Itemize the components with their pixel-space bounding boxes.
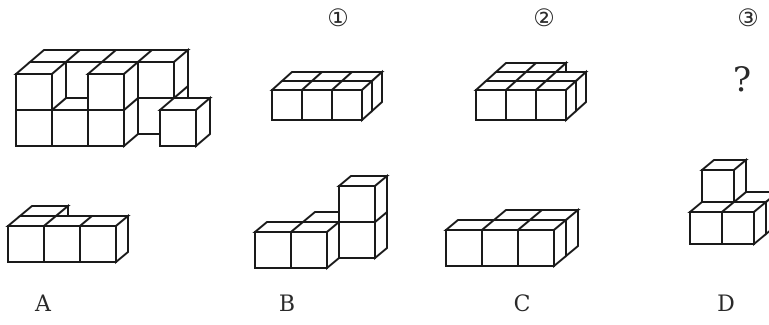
- figure-main: [13, 47, 213, 149]
- cube-front-face: [51, 109, 89, 147]
- cube-front-face: [445, 229, 483, 267]
- option-b-figure: [252, 173, 390, 271]
- cube-side-face: [195, 95, 211, 149]
- option-label-d[interactable]: D: [717, 292, 735, 317]
- cube-front-face: [43, 225, 81, 263]
- cube-front-face: [338, 185, 376, 223]
- cube-front-face: [481, 229, 519, 267]
- cube-side-face: [565, 78, 577, 123]
- option-c-figure: [443, 207, 581, 269]
- cube-front-face: [290, 231, 328, 269]
- option-label-c[interactable]: C: [513, 292, 531, 317]
- cube-front-face: [721, 211, 755, 245]
- cube-front-face: [254, 231, 292, 269]
- figure-seq-2: [473, 60, 589, 123]
- cube-side-face: [173, 47, 189, 101]
- sequence-label-1: ①: [327, 4, 349, 32]
- question-mark: ?: [732, 60, 752, 100]
- cube-front-face: [689, 211, 723, 245]
- cube-side-face: [553, 217, 567, 269]
- option-d-figure: [687, 157, 769, 247]
- cube-front-face: [137, 61, 175, 99]
- cube-front-face: [331, 89, 363, 121]
- cube-front-face: [15, 73, 53, 111]
- cube-side-face: [733, 157, 747, 205]
- cube-front-face: [517, 229, 555, 267]
- option-label-b[interactable]: B: [278, 292, 296, 317]
- option-a-figure: [5, 203, 131, 265]
- figure-seq-1: [269, 69, 385, 123]
- option-label-a[interactable]: A: [35, 292, 51, 317]
- cube-front-face: [505, 89, 537, 121]
- cube-side-face: [374, 173, 388, 225]
- cube-front-face: [271, 89, 303, 121]
- cube-front-face: [701, 169, 735, 203]
- cube-side-face: [326, 219, 340, 271]
- cube-front-face: [15, 109, 53, 147]
- cube-front-face: [475, 89, 507, 121]
- cube-side-face: [115, 213, 129, 265]
- cube-front-face: [159, 109, 197, 147]
- cube-side-face: [753, 199, 767, 247]
- cube-front-face: [87, 109, 125, 147]
- cube-front-face: [79, 225, 117, 263]
- cube-front-face: [535, 89, 567, 121]
- sequence-label-2: ②: [533, 4, 555, 32]
- cube-side-face: [361, 78, 373, 123]
- cube-side-face: [51, 59, 67, 113]
- cube-side-face: [123, 59, 139, 113]
- cube-front-face: [338, 221, 376, 259]
- cube-front-face: [301, 89, 333, 121]
- sequence-label-3: ③: [737, 4, 759, 32]
- cube-front-face: [87, 73, 125, 111]
- cube-front-face: [7, 225, 45, 263]
